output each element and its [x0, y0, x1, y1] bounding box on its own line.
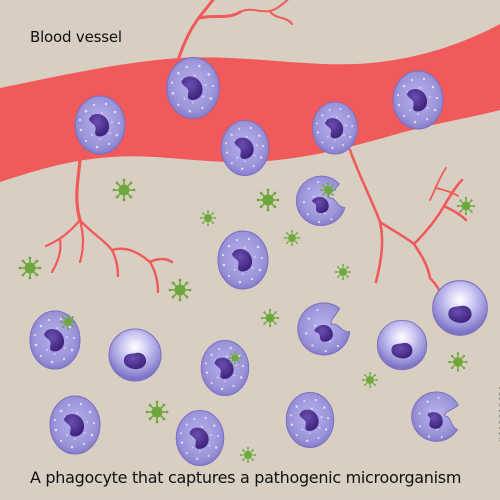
vessel-label: Blood vessel	[30, 28, 122, 46]
diagram-caption: A phagocyte that captures a pathogenic m…	[30, 468, 462, 487]
blood-vessel	[0, 0, 500, 300]
phagocyte-cell-icon	[29, 230, 488, 467]
